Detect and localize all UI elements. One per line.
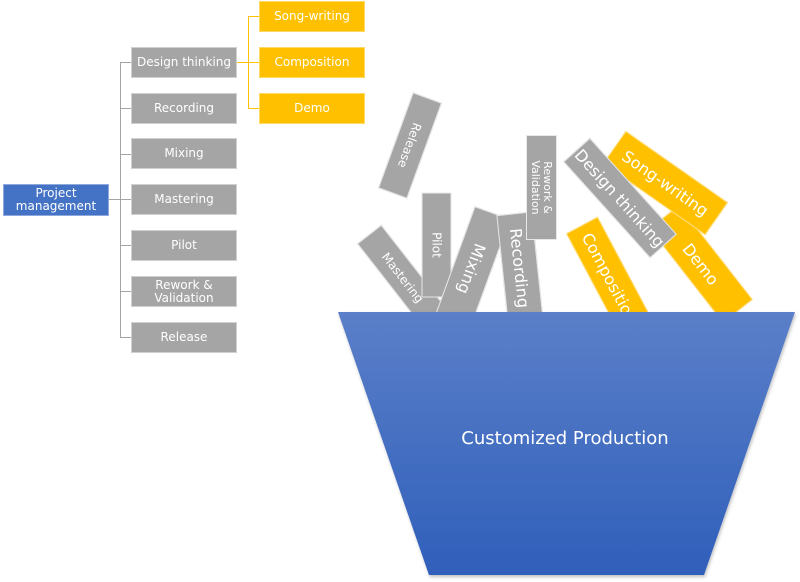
connector-design-out — [237, 62, 248, 63]
connector-sub-branch — [248, 108, 259, 109]
substage-node-song-writing: Song-writing — [259, 1, 365, 32]
connector-sub-branch — [248, 16, 259, 17]
connector-branch — [120, 62, 131, 63]
connector-branch — [120, 245, 131, 246]
substage-node-demo: Demo — [259, 93, 365, 124]
connector-branch — [120, 291, 131, 292]
funnel-label: Customized Production — [461, 428, 669, 449]
connector-branch — [120, 154, 131, 155]
connector-branch — [120, 108, 131, 109]
connector-trunk — [120, 62, 121, 338]
connector-branch — [120, 337, 131, 338]
connector-branch — [120, 199, 131, 200]
stage-node-mastering: Mastering — [131, 184, 237, 215]
connector-sub-branch — [248, 62, 259, 63]
stage-node-pilot: Pilot — [131, 230, 237, 261]
connector-root — [109, 199, 120, 200]
stage-node-mixing: Mixing — [131, 138, 237, 169]
stage-node-recording: Recording — [131, 93, 237, 124]
funnel-trapezoid — [338, 312, 795, 575]
substage-node-composition: Composition — [259, 47, 365, 78]
stage-node-design-thinking: Design thinking — [131, 47, 237, 78]
project-management-node: Project management — [3, 184, 109, 216]
stage-node-release: Release — [131, 322, 237, 353]
stage-node-rework-validation: Rework & Validation — [131, 276, 237, 307]
